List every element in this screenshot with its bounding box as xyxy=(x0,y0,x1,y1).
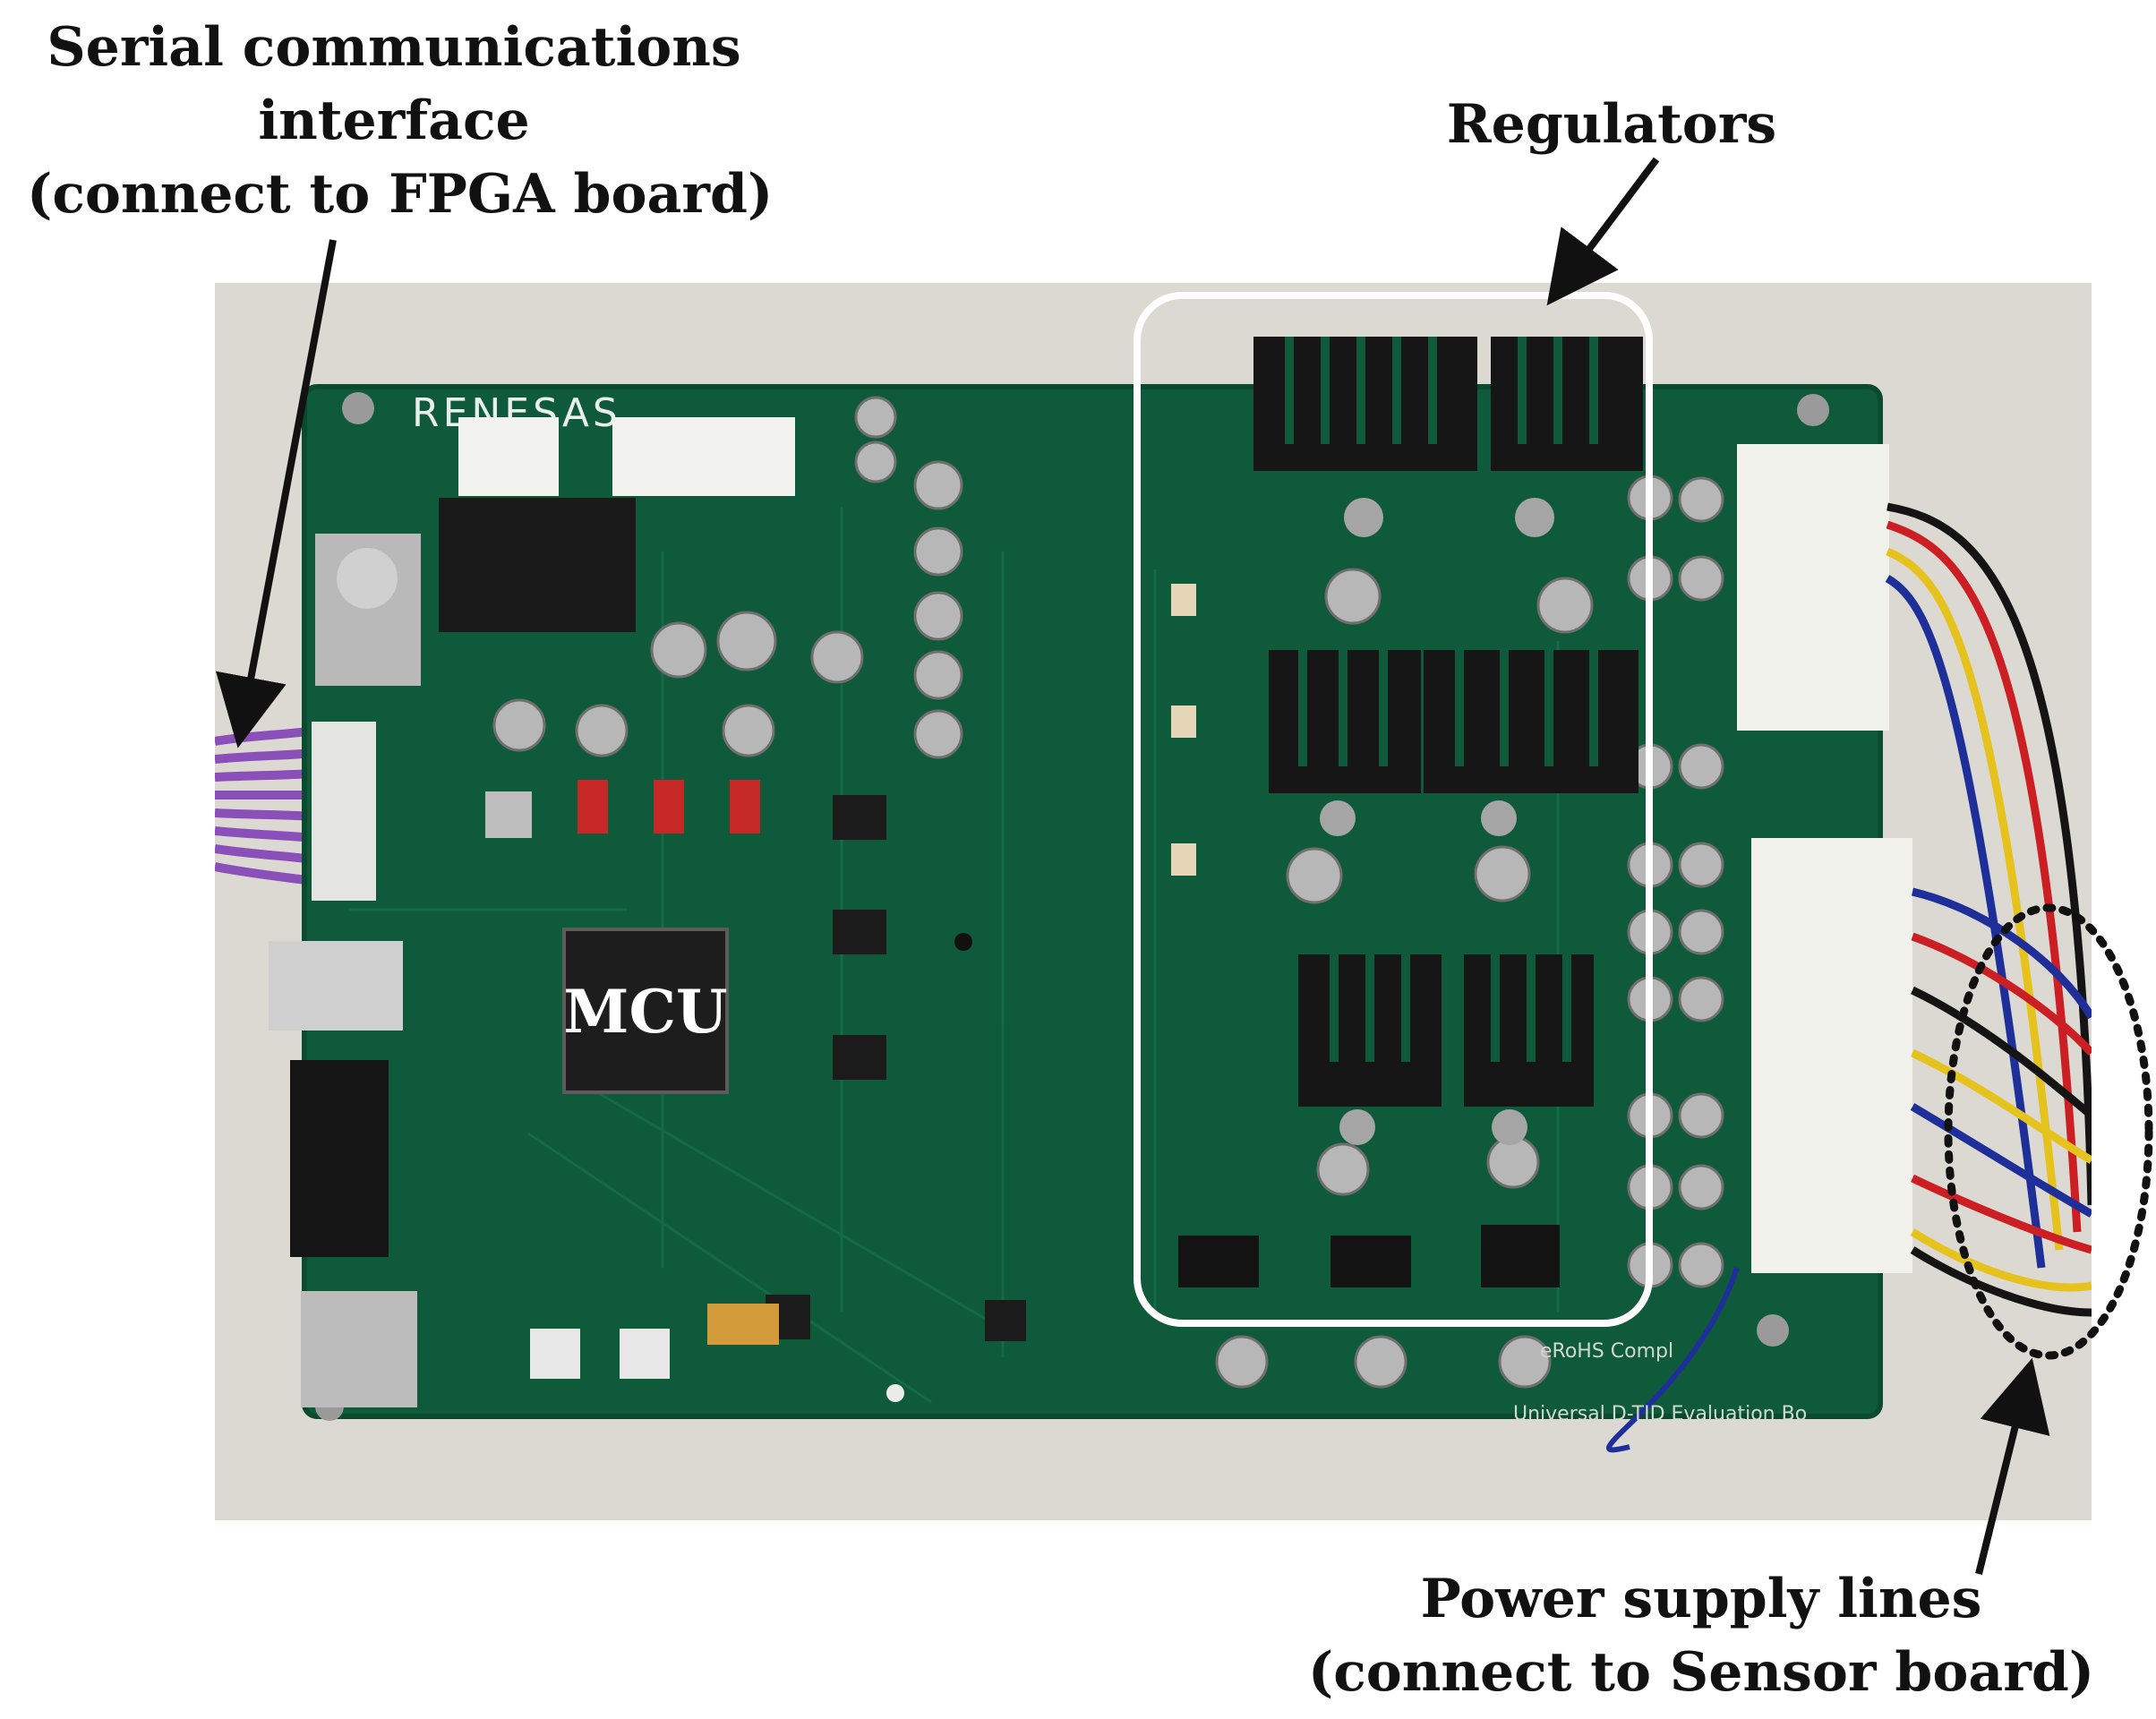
board-photo: RENESAS MCU xyxy=(215,283,2092,1520)
mcu-chip xyxy=(562,928,729,1094)
silkscreen-rohs: eRoHS Compl xyxy=(1540,1340,1673,1363)
pcb-illustration: RENESAS MCU xyxy=(215,337,2092,1453)
regulators-arrow xyxy=(1546,157,1660,306)
silkscreen-board-name: Universal D-TID Evaluation Bo xyxy=(1513,1403,1807,1425)
regulators-label: Regulators xyxy=(1397,88,1827,161)
power-label-line1: Power supply lines xyxy=(1420,1568,1982,1630)
ribbon-connector xyxy=(312,722,376,901)
toggle-switch-bottom xyxy=(301,1291,417,1407)
usb-connector xyxy=(269,941,403,1031)
power-connector-bottom xyxy=(1751,838,1912,1273)
power-label-line2: (connect to Sensor board) xyxy=(1307,1641,2095,1704)
power-connector-top xyxy=(1737,444,1889,731)
connector-top-large xyxy=(612,417,795,496)
mcu-label: MCU xyxy=(563,977,727,1047)
connector-top-small xyxy=(458,417,559,496)
debug-header xyxy=(290,1060,389,1257)
serial-interface-label: Serial communications interface (connect… xyxy=(27,11,774,231)
serial-label-line3: (connect to FPGA board) xyxy=(27,163,774,226)
serial-label-line1: Serial communications xyxy=(47,16,741,79)
serial-ribbon-wires xyxy=(215,726,314,885)
power-supply-label: Power supply lines (connect to Sensor bo… xyxy=(1307,1562,2095,1709)
heatsink-left xyxy=(439,498,636,632)
serial-label-line2: interface xyxy=(258,90,530,152)
regulators-label-text: Regulators xyxy=(1446,93,1777,156)
